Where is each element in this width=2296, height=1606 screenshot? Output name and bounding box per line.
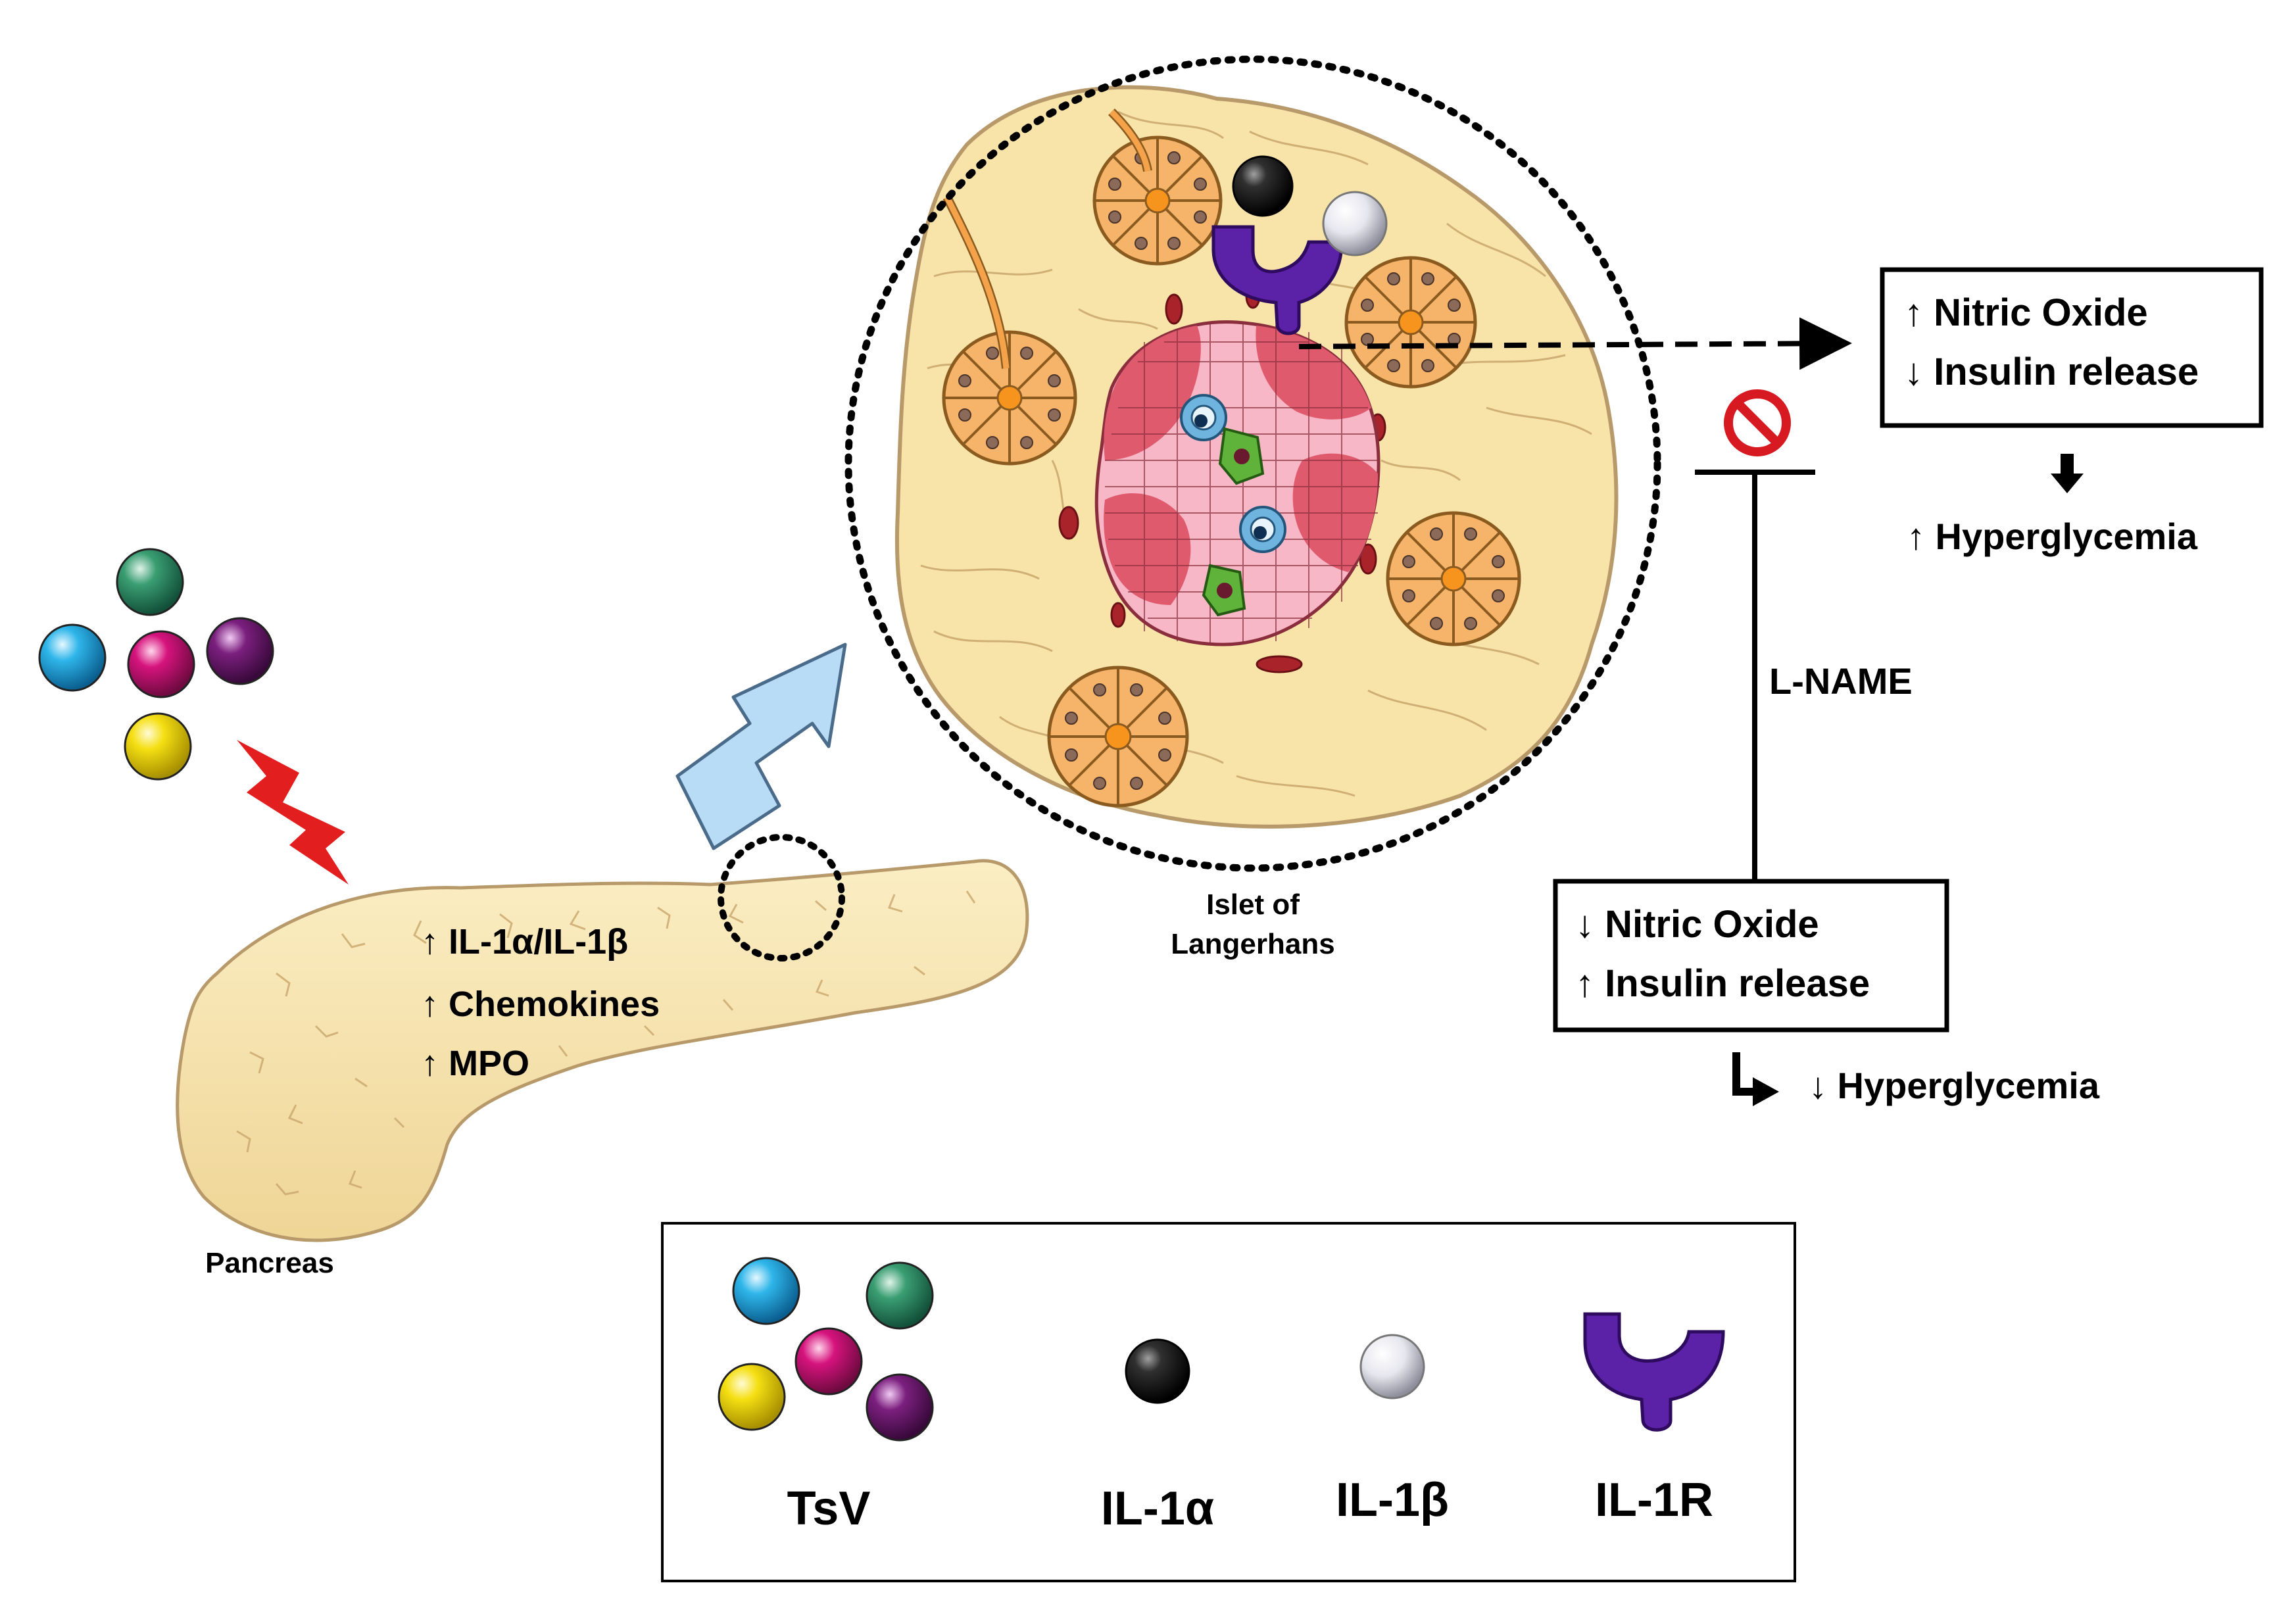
green-cell-1 xyxy=(1218,427,1265,485)
receptor-icon xyxy=(1211,225,1344,335)
legend-il1r-icon xyxy=(1583,1312,1725,1432)
blue-cell-1 xyxy=(1180,394,1227,441)
venom-magenta-sphere xyxy=(127,630,195,698)
bent-arrow-icon xyxy=(1732,1052,1756,1096)
islet-magnified xyxy=(894,85,1619,829)
effect-hyperglycemia: ↑ Hyperglycemia xyxy=(1907,516,2198,557)
islet-core xyxy=(1094,320,1380,646)
legend-tsv-label: TsV xyxy=(787,1482,871,1535)
tsv-venom-cluster xyxy=(38,548,274,781)
islet-label-line1: Islet of xyxy=(1206,888,1300,921)
zoom-arrow xyxy=(675,643,847,850)
inhibitor-label: L-NAME xyxy=(1769,660,1913,702)
signal-dashed-arrow xyxy=(1298,317,1852,370)
blood-cells xyxy=(1058,283,1386,673)
inhibitor-hyperglycemia: ↓ Hyperglycemia xyxy=(1809,1065,2100,1106)
pancreas-marker-il1: ↑ IL-1α/IL-1β xyxy=(421,922,628,961)
inhibitor-insulin-release: ↑ Insulin release xyxy=(1575,962,1870,1005)
venom-green-sphere xyxy=(116,548,184,616)
inhibitor-result-box xyxy=(1553,879,1949,1033)
green-cell-2 xyxy=(1202,564,1246,617)
legend-il1r-label: IL-1R xyxy=(1595,1474,1713,1526)
legend-il1b-label: IL-1β xyxy=(1336,1474,1449,1526)
legend-il1b-icon xyxy=(1359,1334,1425,1399)
venom-yellow-sphere xyxy=(124,712,192,781)
venom-purple-sphere xyxy=(206,617,274,685)
effect-insulin-release: ↓ Insulin release xyxy=(1904,351,2199,393)
inhibitor-nitric-oxide: ↓ Nitric Oxide xyxy=(1575,903,1819,946)
pancreas-marker-chemokines: ↑ Chemokines xyxy=(421,985,660,1024)
acinus-right-top xyxy=(1344,256,1477,389)
pancreas-label: Pancreas xyxy=(205,1247,334,1279)
lightning-bolt-icon xyxy=(237,740,349,885)
legend-box xyxy=(661,1222,1796,1582)
acinus-left xyxy=(942,330,1077,466)
acinus-bottom xyxy=(1047,666,1189,808)
blue-cell-2 xyxy=(1239,506,1286,553)
islet-label-line2: Langerhans xyxy=(1171,928,1334,960)
pancreas-organ xyxy=(176,859,1029,1242)
effect-nitric-oxide: ↑ Nitric Oxide xyxy=(1904,291,2148,334)
effect-box xyxy=(1880,267,2264,428)
il1a-ligand-icon xyxy=(1232,155,1294,217)
acinus-top xyxy=(1092,135,1223,266)
legend-tsv-icon xyxy=(718,1257,934,1442)
pancreas-marker-mpo: ↑ MPO xyxy=(421,1044,529,1083)
islet-highlight-circle xyxy=(718,834,845,961)
acinus-right-bottom xyxy=(1386,511,1521,646)
down-arrow-icon xyxy=(2051,454,2084,493)
il1b-ligand-icon xyxy=(1322,191,1388,256)
islet-zoom-circle xyxy=(844,55,1661,872)
il1-receptor-complex xyxy=(1211,155,1388,335)
venom-cyan-sphere xyxy=(38,623,107,692)
bent-arrow-head xyxy=(1753,1077,1779,1106)
legend-il1a-icon xyxy=(1125,1338,1190,1404)
prohibition-icon xyxy=(1724,389,1791,456)
legend-il1a-label: IL-1α xyxy=(1101,1482,1214,1535)
